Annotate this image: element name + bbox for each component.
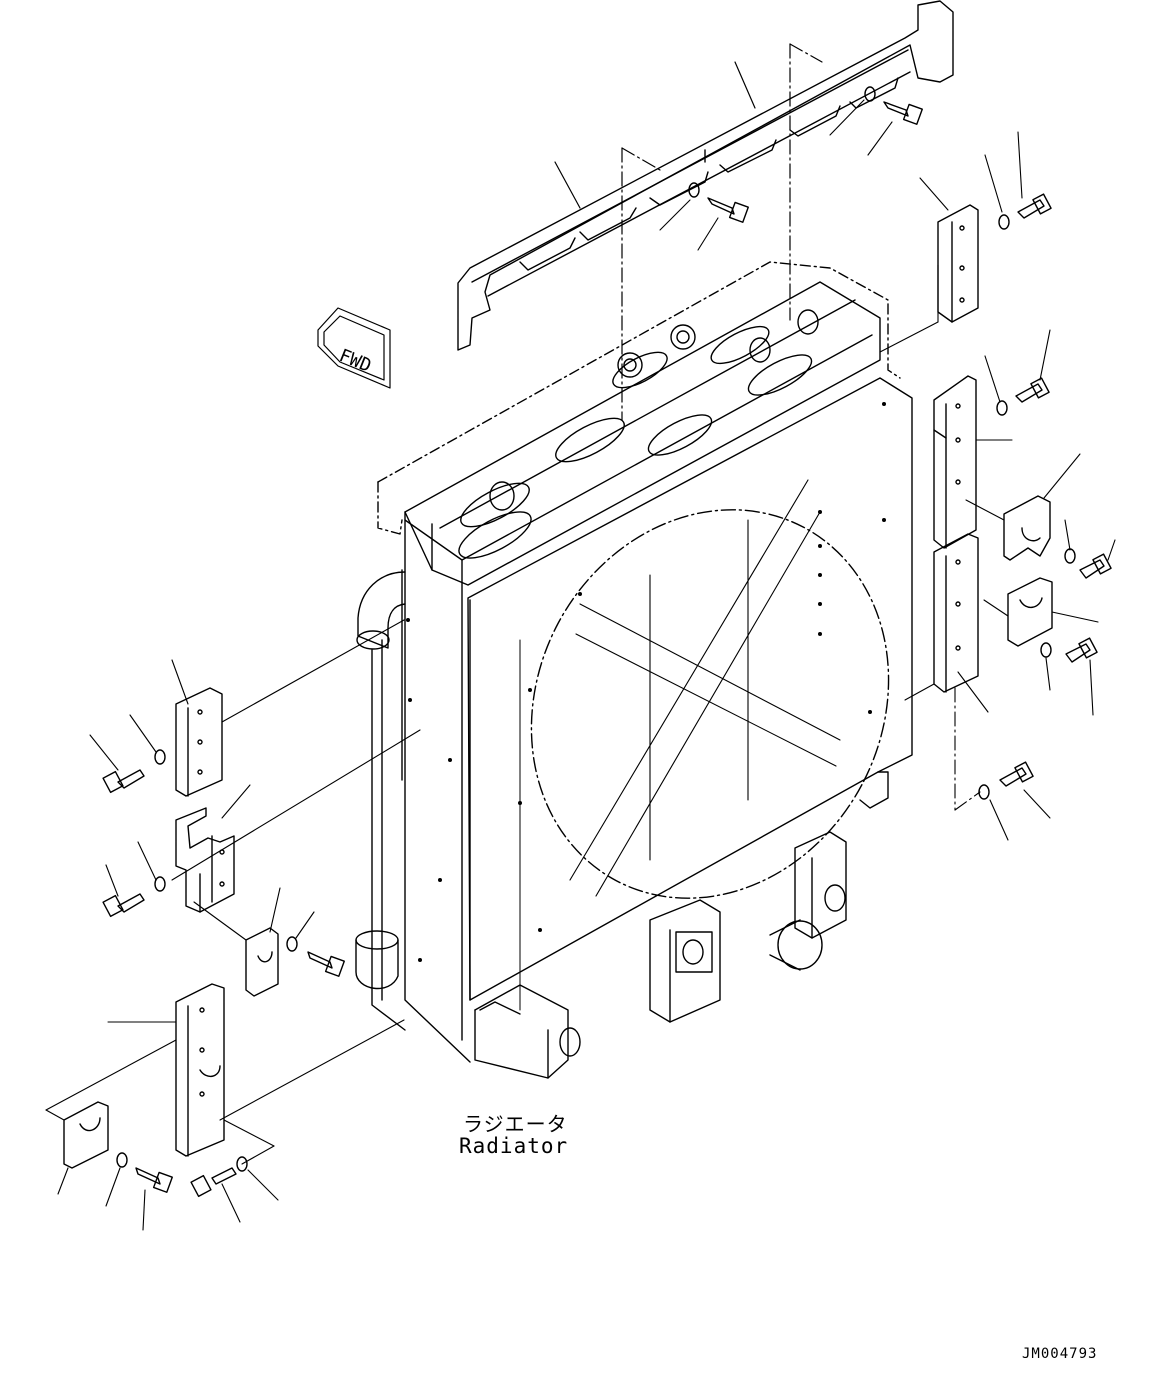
- radiator-body: [355, 261, 913, 1079]
- left-small-plate: [245, 927, 279, 997]
- right-upper-bracket: [937, 204, 979, 323]
- callout-leaders: [45, 99, 1116, 1231]
- right-lower-bracket: [933, 533, 979, 693]
- left-bottom-plate: [63, 1101, 109, 1169]
- right-lower-plate: [1007, 577, 1053, 647]
- top-cover-strip: [457, 0, 954, 351]
- component-label-english: Radiator: [459, 1134, 569, 1158]
- right-upper-plate: [1003, 495, 1051, 561]
- left-bolts: [102, 749, 345, 1198]
- left-lower-bracket: [175, 983, 225, 1157]
- svg-text:FWD: FWD: [336, 345, 374, 377]
- right-bolts: [688, 86, 1112, 800]
- fwd-marker: FWD: [317, 307, 391, 389]
- left-upper-bracket: [175, 687, 223, 797]
- drawing-number: JM004793: [1022, 1346, 1098, 1362]
- right-middle-bracket: [933, 375, 977, 549]
- component-label-japanese: ラジエータ: [463, 1112, 568, 1136]
- leader-lines: [554, 43, 823, 421]
